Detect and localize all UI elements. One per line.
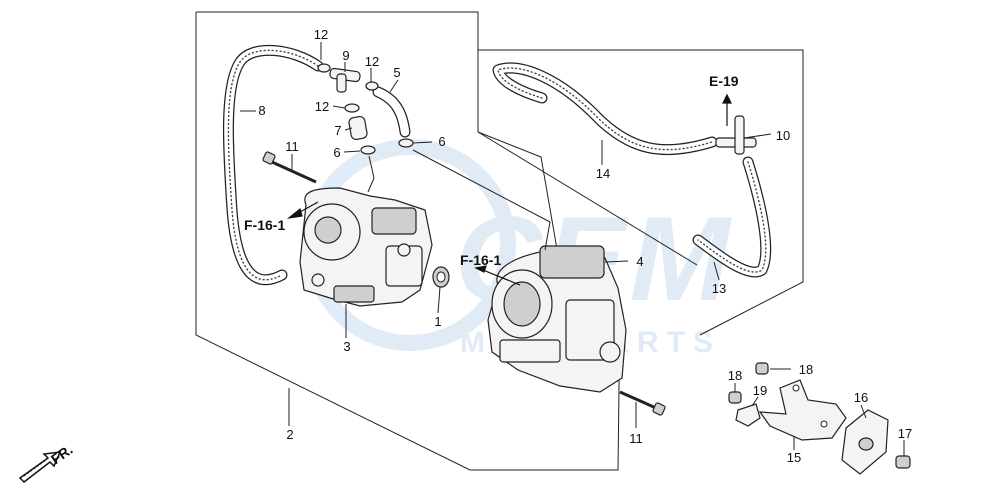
- clips-6: [360, 138, 414, 155]
- ref-label-f16-right: F-16-1: [460, 252, 501, 268]
- clips-12: [317, 63, 379, 113]
- hose-5: [372, 86, 411, 138]
- callout-labels: 12 9 12 5 12 7 6 6 8 11 3 1 4 11 14 10 1…: [258, 27, 912, 465]
- hose-7: [348, 115, 368, 141]
- callout-7: 7: [334, 123, 341, 138]
- callout-8: 8: [258, 103, 265, 118]
- callout-16: 16: [854, 390, 868, 405]
- t-joint-10: [715, 115, 757, 155]
- right-hose-frame: [478, 49, 804, 336]
- hose-8: [222, 44, 324, 286]
- bracket-15: [758, 379, 847, 441]
- bolt-11-lower: [619, 390, 666, 416]
- front-arrow: FR.: [18, 441, 76, 483]
- callout-12-middle: 12: [315, 99, 329, 114]
- ref-label-f16-left: F-16-1: [244, 217, 285, 233]
- reference-arrows: [286, 93, 732, 286]
- callout-14: 14: [596, 166, 610, 181]
- callout-18-right: 18: [799, 362, 813, 377]
- hose-13: [692, 156, 772, 278]
- callout-9: 9: [342, 48, 349, 63]
- bolt-18-lower: [728, 391, 742, 404]
- bolt-11-upper: [262, 151, 317, 184]
- leader-lines: [240, 42, 905, 456]
- callout-6-right: 6: [438, 134, 445, 149]
- hose-14: [492, 62, 718, 156]
- callout-11-lower: 11: [629, 431, 643, 446]
- callout-19: 19: [753, 383, 767, 398]
- joint-9: [329, 67, 361, 93]
- callout-12-right: 12: [365, 54, 379, 69]
- callout-17: 17: [898, 426, 912, 441]
- bolt-17: [895, 455, 911, 469]
- callout-15: 15: [787, 450, 801, 465]
- bolt-18-upper: [755, 362, 769, 375]
- callout-6-left: 6: [333, 145, 340, 160]
- clip-19: [735, 403, 761, 427]
- callout-13: 13: [712, 281, 726, 296]
- callout-12-top: 12: [314, 27, 328, 42]
- frame-divider: [477, 131, 698, 266]
- callout-4: 4: [636, 254, 643, 269]
- ref-label-e19: E-19: [709, 73, 739, 89]
- callout-5: 5: [393, 65, 400, 80]
- callout-10: 10: [776, 128, 790, 143]
- callout-2: 2: [286, 427, 293, 442]
- callout-3: 3: [343, 339, 350, 354]
- carburetor-3: [299, 187, 433, 307]
- callout-11-upper: 11: [285, 139, 299, 154]
- cap-16: [841, 409, 889, 475]
- callout-1: 1: [434, 314, 441, 329]
- callout-18-left: 18: [728, 368, 742, 383]
- carburetor-4: [487, 245, 627, 393]
- gasket-1: [432, 266, 450, 288]
